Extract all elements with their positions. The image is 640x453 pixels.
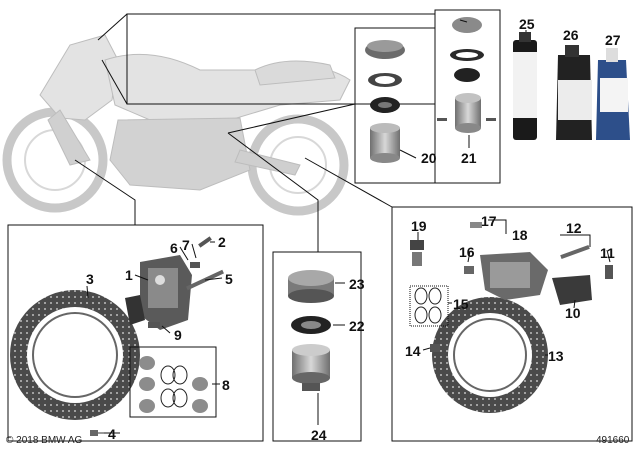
callout-19: 19 xyxy=(411,218,427,234)
callout-17: 17 xyxy=(481,213,497,229)
reservoir-parts-24 xyxy=(288,270,334,391)
reservoir-parts-20 xyxy=(365,40,405,163)
fluid-bottle-26 xyxy=(556,45,592,140)
brake-disc-13 xyxy=(432,297,548,413)
callout-5: 5 xyxy=(225,271,233,287)
leader-lines xyxy=(86,19,611,434)
bolt-4 xyxy=(90,430,104,436)
detail-box-lines xyxy=(7,9,633,442)
callout-3: 3 xyxy=(86,271,94,287)
callout-8: 8 xyxy=(222,377,230,393)
callout-22: 22 xyxy=(349,318,365,334)
diagram-id: 491660 xyxy=(596,435,630,446)
callout-16: 16 xyxy=(459,244,475,260)
callout-10: 10 xyxy=(565,305,581,321)
callout-12: 12 xyxy=(566,220,582,236)
callout-4: 4 xyxy=(108,426,116,442)
motorcycle-illustration xyxy=(2,34,351,216)
callout-26: 26 xyxy=(563,27,579,43)
callout-20: 20 xyxy=(421,150,437,166)
reservoir-parts-21 xyxy=(437,17,496,133)
callout-27: 27 xyxy=(605,32,621,48)
callout-1: 1 xyxy=(125,267,133,283)
callout-23: 23 xyxy=(349,276,365,292)
rear-caliper-group xyxy=(410,222,613,352)
brake-caliper-1 xyxy=(140,255,192,330)
brake-disc-3 xyxy=(10,290,140,420)
spray-can-25 xyxy=(513,32,537,140)
callout-21: 21 xyxy=(461,150,477,166)
piston-seal-kit-8 xyxy=(129,346,217,418)
callout-24: 24 xyxy=(311,427,327,443)
seal-kit-15 xyxy=(409,285,449,327)
callout-18: 18 xyxy=(512,227,528,243)
callout-6: 6 xyxy=(170,240,178,256)
callout-9: 9 xyxy=(174,327,182,343)
fluid-bottle-27 xyxy=(596,48,630,140)
copyright-notice: © 2018 BMW AG xyxy=(6,435,83,446)
callout-7: 7 xyxy=(182,237,190,253)
callout-15: 15 xyxy=(453,296,469,312)
callout-11: 11 xyxy=(600,245,615,261)
callout-13: 13 xyxy=(548,348,564,364)
callout-25: 25 xyxy=(519,16,535,32)
callout-2: 2 xyxy=(218,234,226,250)
callout-14: 14 xyxy=(405,343,421,359)
